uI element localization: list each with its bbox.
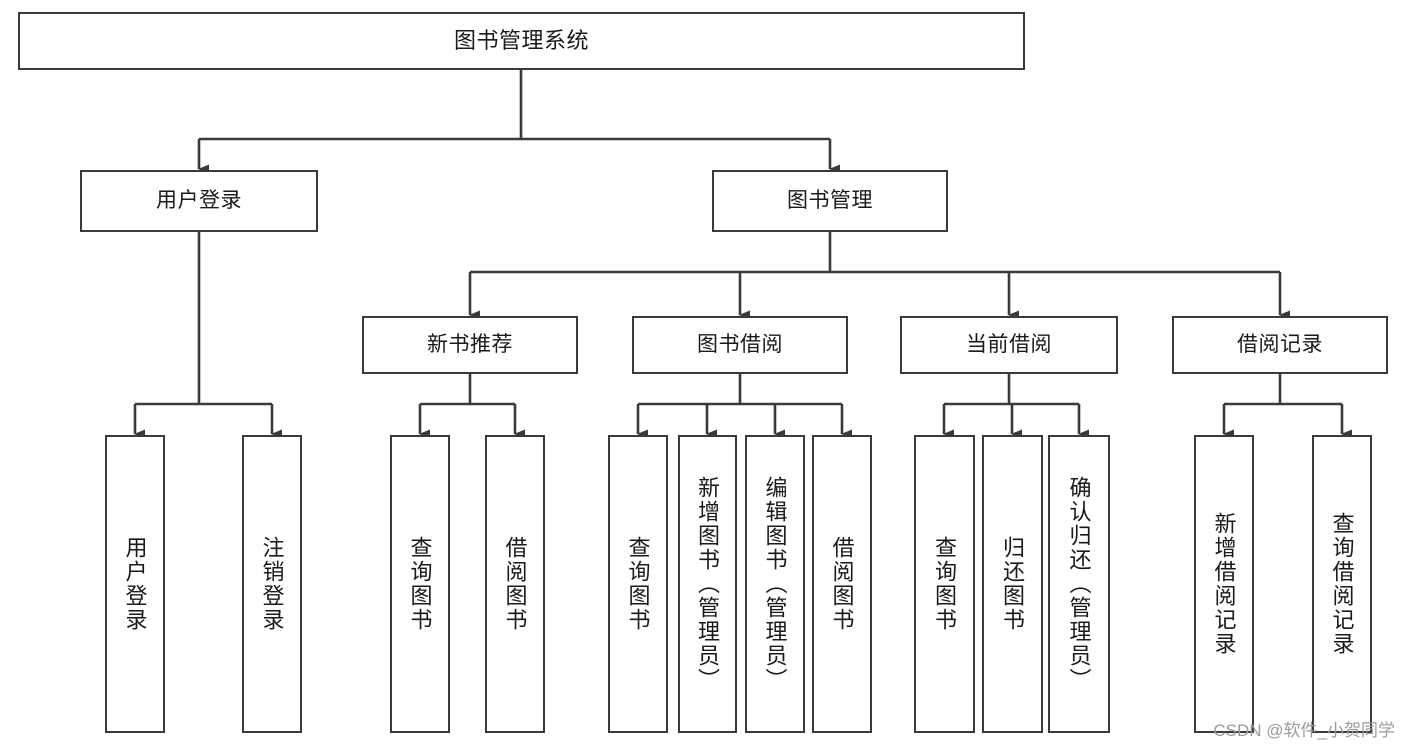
node-label: 注销登录 bbox=[259, 536, 285, 632]
node-label: 借阅图书 bbox=[502, 536, 528, 632]
node-leaf-borrow-book-2[interactable]: 借阅图书 bbox=[812, 435, 872, 733]
node-label: 图书管理 bbox=[787, 188, 873, 212]
node-leaf-query-book-3[interactable]: 查询图书 bbox=[914, 435, 975, 733]
node-leaf-user-logout[interactable]: 注销登录 bbox=[242, 435, 302, 733]
node-book-mgmt[interactable]: 图书管理 bbox=[712, 170, 948, 232]
node-label: 新书推荐 bbox=[427, 332, 513, 356]
node-leaf-query-record[interactable]: 查询借阅记录 bbox=[1312, 435, 1372, 733]
node-label: 借阅图书 bbox=[829, 536, 855, 632]
node-leaf-confirm-ret[interactable]: 确认归还（管理员） bbox=[1048, 435, 1110, 733]
node-label: 归还图书 bbox=[1000, 536, 1026, 632]
node-label: 用户登录 bbox=[122, 536, 148, 632]
node-leaf-query-book-2[interactable]: 查询图书 bbox=[608, 435, 668, 733]
node-leaf-add-record[interactable]: 新增借阅记录 bbox=[1194, 435, 1254, 733]
node-label: 新增借阅记录 bbox=[1211, 512, 1237, 656]
node-label: 新增图书（管理员） bbox=[695, 476, 721, 692]
node-leaf-query-book-1[interactable]: 查询图书 bbox=[390, 435, 450, 733]
node-label: 当前借阅 bbox=[966, 332, 1052, 356]
node-label: 编辑图书（管理员） bbox=[762, 476, 788, 692]
node-new-book-rec[interactable]: 新书推荐 bbox=[362, 316, 578, 374]
watermark-text: CSDN @软件_小贺同学 bbox=[1213, 721, 1395, 740]
node-label: 图书借阅 bbox=[697, 332, 783, 356]
node-label: 查询借阅记录 bbox=[1329, 512, 1355, 656]
node-leaf-add-book[interactable]: 新增图书（管理员） bbox=[678, 435, 737, 733]
node-current-borrow[interactable]: 当前借阅 bbox=[900, 316, 1118, 374]
node-label: 查询图书 bbox=[407, 536, 433, 632]
node-label: 图书管理系统 bbox=[453, 28, 589, 54]
node-user-login[interactable]: 用户登录 bbox=[80, 170, 318, 232]
node-leaf-user-login[interactable]: 用户登录 bbox=[105, 435, 165, 733]
node-leaf-return-book[interactable]: 归还图书 bbox=[982, 435, 1043, 733]
node-label: 查询图书 bbox=[625, 536, 651, 632]
node-label: 借阅记录 bbox=[1237, 332, 1323, 356]
node-leaf-borrow-book-1[interactable]: 借阅图书 bbox=[485, 435, 545, 733]
node-root[interactable]: 图书管理系统 bbox=[18, 12, 1025, 70]
node-leaf-edit-book[interactable]: 编辑图书（管理员） bbox=[745, 435, 805, 733]
node-label: 确认归还（管理员） bbox=[1066, 476, 1092, 692]
node-label: 用户登录 bbox=[156, 188, 242, 212]
node-book-borrow[interactable]: 图书借阅 bbox=[632, 316, 848, 374]
node-label: 查询图书 bbox=[932, 536, 958, 632]
node-borrow-record[interactable]: 借阅记录 bbox=[1172, 316, 1388, 374]
